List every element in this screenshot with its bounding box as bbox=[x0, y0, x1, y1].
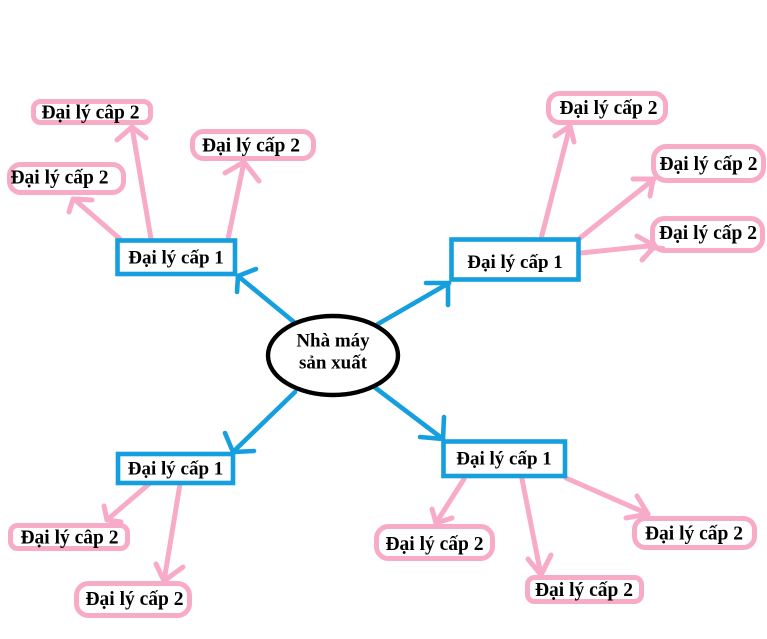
svg-text:Đại lý cấp 2: Đại lý cấp 2 bbox=[385, 534, 483, 555]
svg-text:Đại lý cấp 2: Đại lý cấp 2 bbox=[645, 524, 743, 545]
svg-text:Đại lý cấp 2: Đại lý cấp 2 bbox=[535, 580, 633, 601]
svg-text:Đại lý cấp 1: Đại lý cấp 1 bbox=[128, 459, 224, 480]
svg-text:Đại lý câp 2: Đại lý câp 2 bbox=[20, 528, 118, 549]
svg-text:Đại lý cấp 1: Đại lý cấp 1 bbox=[128, 248, 224, 269]
svg-text:Đại lý cấp 2: Đại lý cấp 2 bbox=[559, 98, 657, 119]
svg-text:Đại lý cấp 1: Đại lý cấp 1 bbox=[467, 252, 563, 273]
svg-text:Đại lý cấp 2: Đại lý cấp 2 bbox=[202, 136, 300, 157]
svg-text:Đại lý cấp 2: Đại lý cấp 2 bbox=[659, 223, 757, 244]
svg-text:Đại lý cấp 1: Đại lý cấp 1 bbox=[456, 449, 552, 470]
svg-text:Đại lý cấp 2: Đại lý cấp 2 bbox=[85, 589, 183, 610]
svg-text:Đại lý cấp 2: Đại lý cấp 2 bbox=[659, 154, 757, 175]
svg-text:Nhà máy: Nhà máy bbox=[296, 331, 370, 352]
svg-text:Đại lý cấp 2: Đại lý cấp 2 bbox=[10, 168, 108, 189]
svg-text:sản xuất: sản xuất bbox=[299, 353, 368, 374]
svg-text:Đại lý câp 2: Đại lý câp 2 bbox=[41, 103, 139, 124]
